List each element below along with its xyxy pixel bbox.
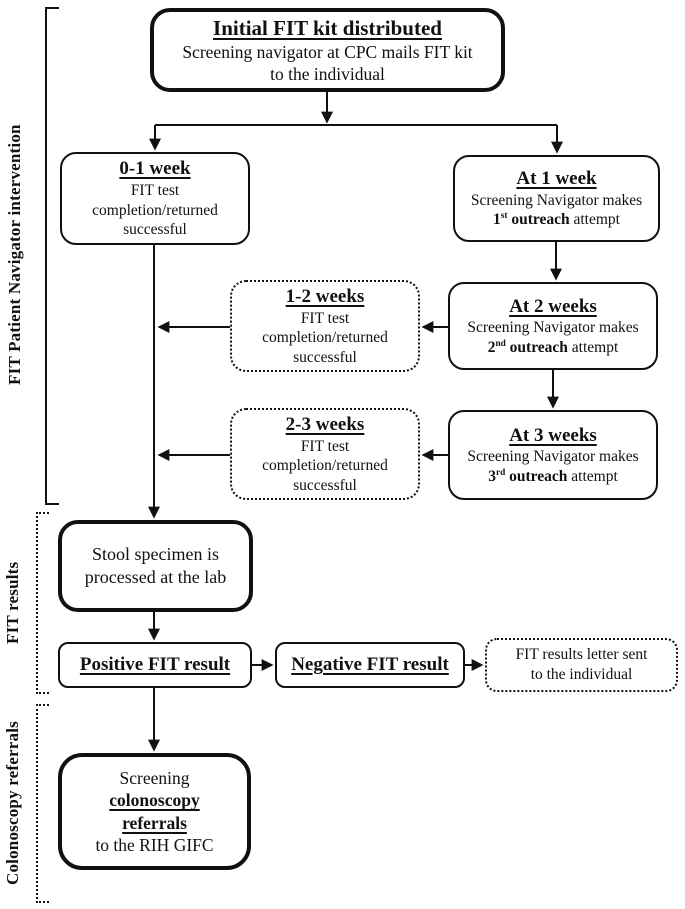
box-body-line: Screening	[119, 768, 190, 789]
bracket-navigator-section	[45, 7, 59, 505]
box-body-line: Screening Navigator makes	[470, 191, 643, 209]
box-body-line: FIT test	[300, 309, 350, 327]
box-colonoscopy-referral: Screening colonoscopy referrals to the R…	[58, 753, 251, 870]
box-title: Positive FIT result	[79, 654, 231, 676]
box-at-2-weeks: At 2 weeks Screening Navigator makes 2nd…	[448, 282, 658, 370]
section-label-colonoscopy: Colonoscopy referrals	[1, 703, 25, 903]
emphasis-word: outreach	[509, 338, 568, 356]
box-body-line: 1st outreach attempt	[493, 210, 620, 230]
box-title: 0-1 week	[119, 158, 191, 180]
box-body-line: to the individual	[530, 666, 633, 683]
box-body-line: completion/returned	[262, 329, 388, 347]
box-weeks-2-3: 2-3 weeks FIT test completion/returned s…	[230, 408, 420, 500]
box-body-line: processed at the lab	[84, 567, 227, 587]
bracket-colonoscopy-section	[36, 704, 49, 903]
section-label-text: FIT results	[3, 561, 22, 644]
box-title: 1-2 weeks	[285, 285, 365, 307]
box-body-line: FIT test	[130, 182, 180, 200]
section-label-fit-results: FIT results	[1, 515, 25, 690]
box-body-line: successful	[293, 476, 357, 494]
box-body-line: completion/returned	[262, 457, 388, 475]
box-title: At 2 weeks	[509, 295, 597, 317]
box-negative-result: Negative FIT result	[275, 642, 465, 688]
bracket-fit-results-section	[36, 512, 49, 694]
rest-word: attempt	[571, 467, 618, 485]
box-at-3-weeks: At 3 weeks Screening Navigator makes 3rd…	[448, 410, 658, 500]
box-body-line: 3rd outreach attempt	[488, 467, 618, 487]
box-body-line: completion/returned	[92, 201, 218, 219]
box-week-0-1: 0-1 week FIT test completion/returned su…	[60, 152, 250, 245]
box-body: Screening navigator at CPC mails FIT kit…	[182, 42, 473, 85]
box-body-line: FIT results letter sent	[515, 646, 648, 664]
box-body-line: successful	[293, 348, 357, 366]
box-body-line: to the RIH GIFC	[95, 834, 214, 855]
box-body-line: 2nd outreach attempt	[488, 338, 619, 358]
ordinal: 2nd	[488, 339, 506, 356]
emphasis-word: outreach	[511, 211, 570, 229]
box-emphasis-line: colonoscopy	[109, 790, 200, 811]
box-body-line: Stool specimen is	[92, 544, 219, 565]
rest-word: attempt	[573, 211, 620, 229]
box-title: 2-3 weeks	[285, 413, 365, 435]
box-stool-lab: Stool specimen is processed at the lab	[58, 520, 253, 612]
box-initial-kit: Initial FIT kit distributed Screening na…	[150, 8, 505, 92]
ordinal-suffix: rd	[495, 467, 506, 478]
box-body-line: FIT test	[300, 437, 350, 455]
emphasis-word: outreach	[509, 467, 568, 485]
ordinal-number: 3	[488, 467, 496, 485]
section-label-text: Colonoscopy referrals	[3, 721, 22, 885]
box-results-letter: FIT results letter sent to the individua…	[485, 638, 678, 692]
box-body-line: Screening Navigator makes	[467, 448, 639, 466]
ordinal-suffix: st	[500, 211, 508, 222]
box-positive-result: Positive FIT result	[58, 642, 252, 688]
ordinal-number: 1	[493, 211, 501, 229]
box-title: Initial FIT kit distributed	[213, 15, 442, 40]
ordinal-suffix: nd	[495, 338, 506, 349]
box-weeks-1-2: 1-2 weeks FIT test completion/returned s…	[230, 280, 420, 372]
box-at-1-week: At 1 week Screening Navigator makes 1st …	[453, 155, 660, 242]
ordinal: 3rd	[488, 468, 505, 485]
ordinal: 1st	[493, 211, 507, 228]
box-title: At 1 week	[516, 168, 597, 190]
ordinal-number: 2	[487, 338, 496, 356]
box-title: Negative FIT result	[291, 654, 449, 676]
rest-word: attempt	[571, 338, 619, 356]
box-emphasis-line: referrals	[122, 812, 187, 833]
box-body-line: Screening Navigator makes	[467, 319, 639, 337]
box-body-line: successful	[123, 221, 187, 239]
section-label-text: FIT Patient Navigator intervention	[5, 124, 24, 386]
box-title: At 3 weeks	[509, 424, 597, 446]
section-label-navigator: FIT Patient Navigator intervention	[3, 75, 27, 435]
